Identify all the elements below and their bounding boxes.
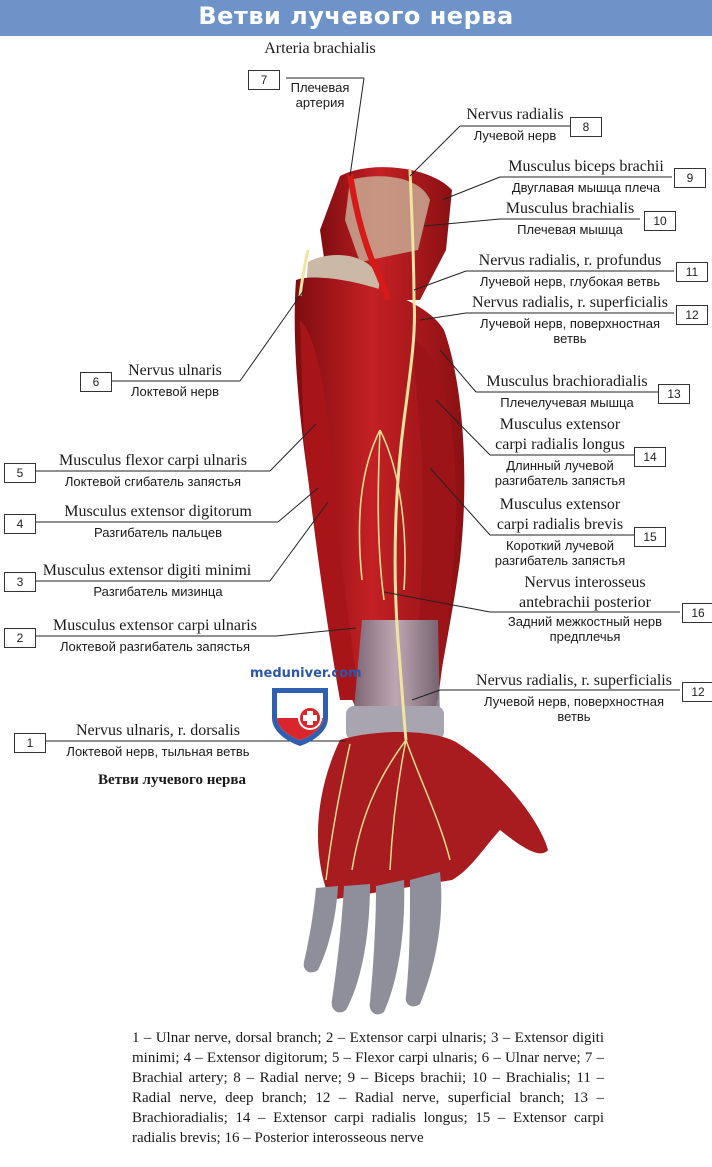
label-russian: Двуглавая мышца плеча [511,180,661,195]
label-russian: Лучевой нерв, поверхностная ветвь [480,316,660,346]
label-russian: Длинный лучевой разгибатель запястья [494,458,626,488]
label-latin-line2: carpi radialis brevis [496,516,624,533]
label-russian: Локтевой нерв [130,384,220,399]
finger-middle [369,880,405,1015]
shield-logo [272,688,328,746]
label-russian: Лучевой нерв, поверхностная ветвь [484,694,664,724]
label-latin: Nervus interosseus [524,574,646,591]
finger-ring [331,884,370,1013]
label-latin: Musculus extensor [499,496,621,513]
brachial-artery [347,173,391,301]
label-russian: Плечевая артерия [290,80,350,110]
label-latin: Musculus flexor carpi ulnaris [59,452,247,469]
label-russian: Плечевая мышца [517,222,623,237]
leader-lines [34,77,680,742]
label-number-box: 12 [682,682,712,702]
figure-caption: Ветви лучевого нерва [98,772,246,788]
label-latin: Musculus extensor [499,416,621,433]
label-latin-line2: carpi radialis longus [495,436,625,453]
label-latin: Nervus ulnaris [128,362,222,379]
label-latin-line2: antebrachii posterior [519,594,651,611]
label-latin: Nervus radialis, r. superficialis [472,294,668,311]
label-russian: Локтевой сгибатель запястья [64,474,242,489]
finger-index [405,872,442,1007]
forearm-illustration [34,77,680,1015]
label-number-box: 14 [634,447,666,467]
label-latin: Musculus extensor carpi ulnaris [53,617,257,634]
label-latin: Nervus radialis, r. profundus [478,252,662,269]
label-latin: Musculus brachialis [505,200,635,217]
label-number-box: 7 [248,70,280,90]
label-number-box: 6 [80,372,112,392]
hand-dorsum [317,732,548,900]
label-latin: Musculus extensor digitorum [64,503,252,520]
label-latin: Musculus brachioradialis [486,373,648,390]
page-title: Ветви лучевого нерва [198,2,514,30]
distal-tendons [352,620,440,730]
finger-little [303,886,338,973]
radial-nerve [393,169,417,741]
flexor-ulnar-group [300,320,360,700]
ulnar-nerve [298,249,310,297]
label-latin: Arteria brachialis [264,40,376,57]
label-russian: Локтевой нерв, тыльная ветвь [66,744,250,759]
extensor-radial-group [412,340,457,700]
interosseous-nerve [358,429,406,601]
label-russian: Плечелучевая мышца [500,395,634,410]
label-russian: Задний межкостный нерв предплечья [507,614,663,644]
label-latin: Nervus radialis [466,106,564,123]
label-russian: Лучевой нерв [473,128,557,143]
dorsal-hand-nerves [325,739,451,881]
label-russian: Лучевой нерв, глубокая ветвь [479,274,661,289]
label-number-box: 16 [682,603,712,623]
label-number-box: 9 [674,168,706,188]
label-latin: Nervus radialis, r. superficialis [476,672,672,689]
label-number-box: 1 [14,733,46,753]
label-number-box: 5 [4,463,36,483]
label-russian: Разгибатель мизинца [93,584,223,599]
label-number-box: 10 [644,211,676,231]
label-number-box: 3 [4,572,36,592]
label-latin: Nervus ulnaris, r. dorsalis [76,722,240,739]
extensor-retinaculum [346,706,444,740]
figure-legend: 1 – Ulnar nerve, dorsal branch; 2 – Exte… [132,1030,604,1146]
label-number-box: 12 [676,305,708,325]
title-bar: Ветви лучевого нерва [0,0,712,36]
label-russian: Короткий лучевой разгибатель запястья [494,538,626,568]
label-number-box: 15 [634,527,666,547]
label-number-box: 11 [676,262,708,282]
label-latin: Musculus extensor digiti minimi [42,562,252,579]
label-latin: Musculus biceps brachii [508,158,664,175]
label-number-box: 2 [4,628,36,648]
label-russian: Разгибатель пальцев [93,525,223,540]
label-russian: Локтевой разгибатель запястья [60,639,250,654]
label-number-box: 8 [570,117,602,137]
label-number-box: 4 [4,514,36,534]
label-number-box: 13 [658,384,690,404]
watermark-text: meduniver.com [250,666,362,681]
